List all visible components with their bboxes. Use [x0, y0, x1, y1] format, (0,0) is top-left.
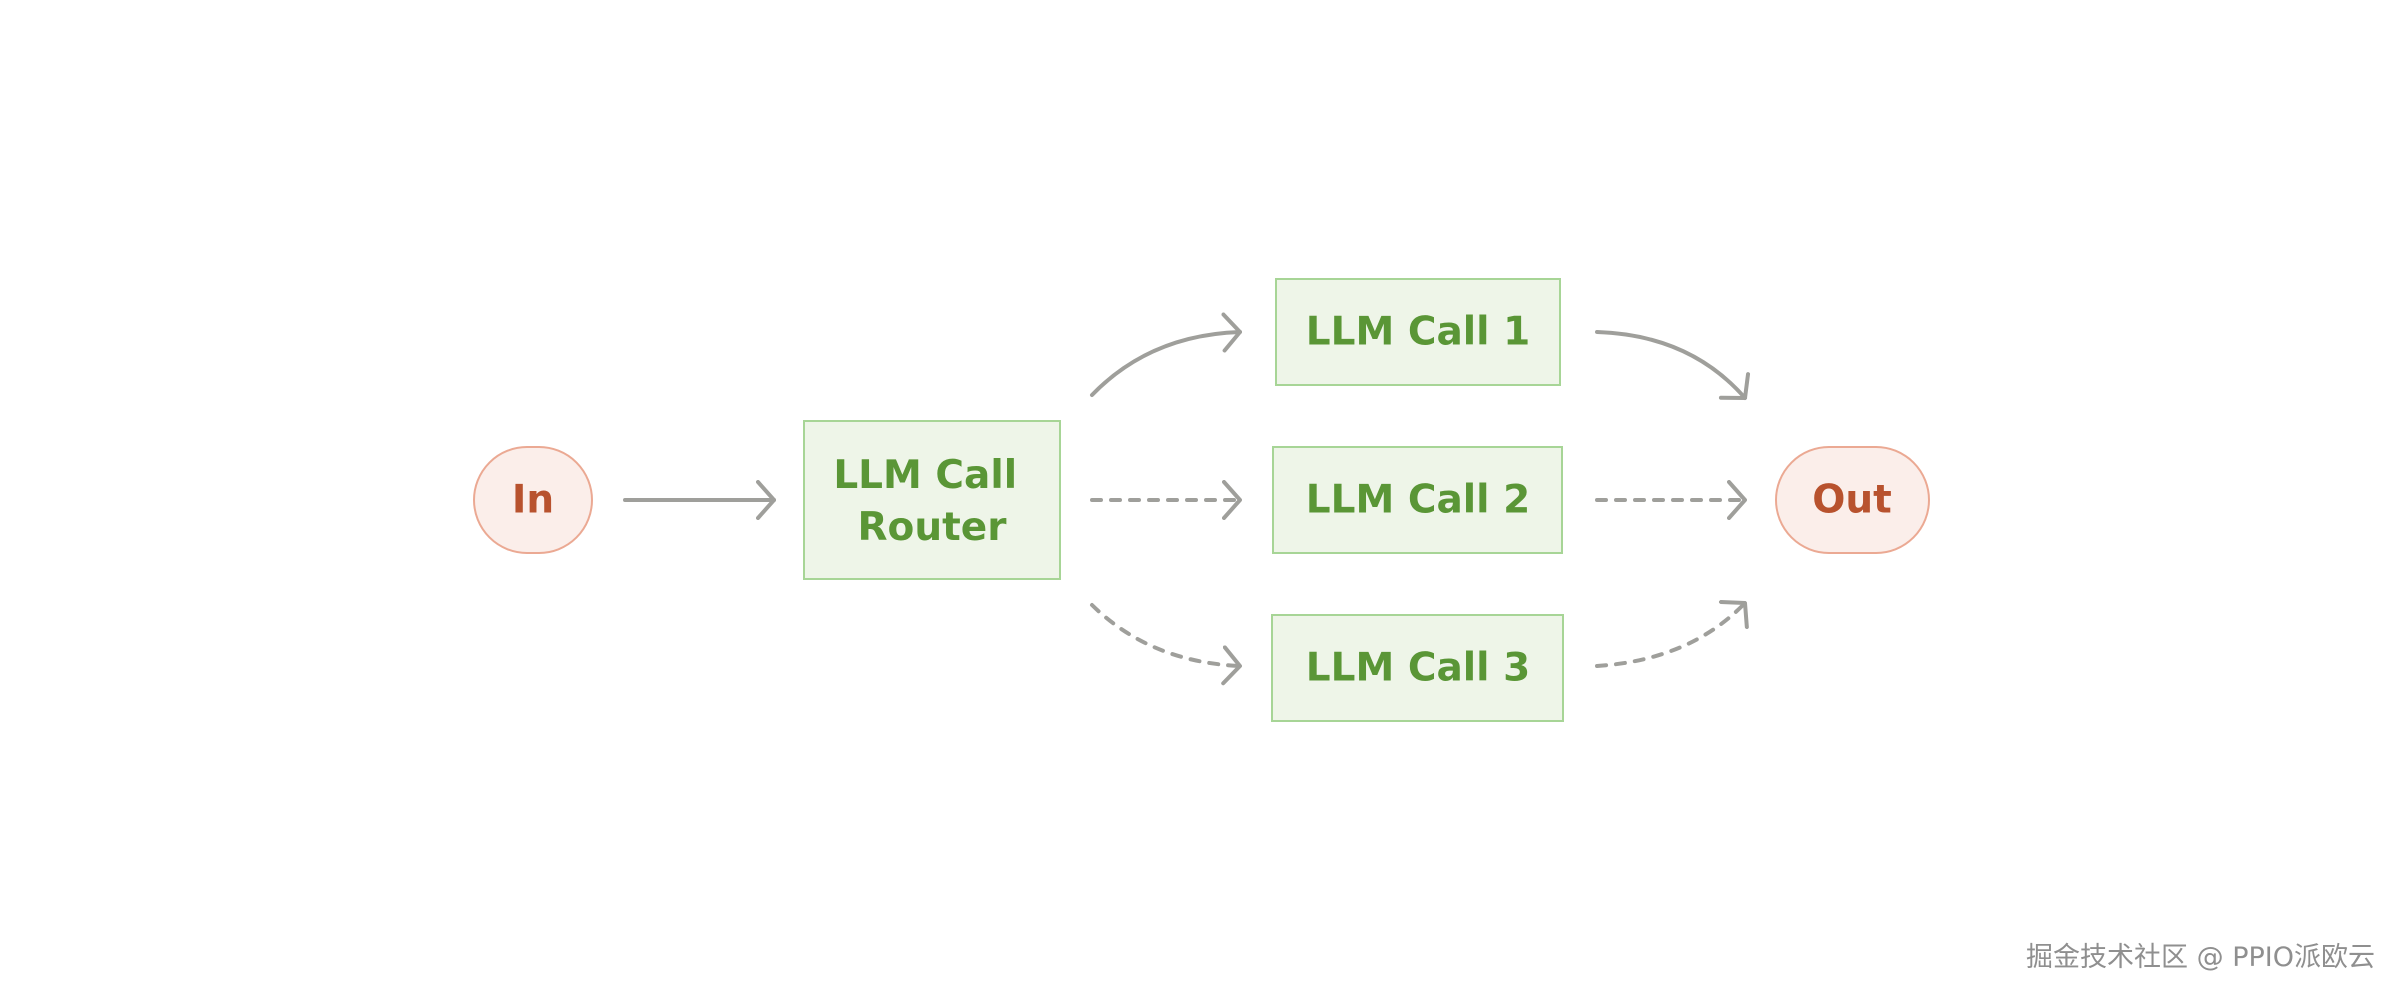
llm-call-2-node: LLM Call 2: [1272, 446, 1563, 554]
watermark-text: 掘金技术社区 @ PPIO派欧云: [2026, 942, 2375, 973]
router-label-line-1: LLM Call: [833, 453, 1017, 498]
llm-call-2-shape: [1272, 446, 1563, 554]
output-node: Out: [1775, 446, 1930, 554]
edge-call-1-to-out: [1595, 330, 1751, 400]
router-node: LLM Call Router: [803, 420, 1061, 580]
input-node: In: [473, 446, 593, 554]
router-node-label: LLM Call Router: [833, 453, 1030, 550]
router-label-line-2: Router: [858, 505, 1008, 550]
edge-router-to-call-1: [1090, 312, 1242, 397]
edges: [623, 312, 1751, 686]
llm-call-3-shape: [1271, 614, 1564, 722]
edge-router-to-call-3: [1090, 603, 1242, 686]
llm-call-1-label: LLM Call 1: [1306, 310, 1530, 355]
llm-call-3-node: LLM Call 3: [1271, 614, 1564, 722]
llm-call-1-shape: [1275, 278, 1561, 386]
input-node-shape: [473, 446, 593, 554]
edge-call-3-to-out: [1595, 600, 1749, 668]
output-node-shape: [1775, 446, 1930, 554]
router-node-shape: [803, 420, 1061, 580]
llm-call-2-label: LLM Call 2: [1306, 478, 1530, 523]
llm-call-3-label: LLM Call 3: [1306, 646, 1530, 691]
llm-call-1-node: LLM Call 1: [1275, 278, 1561, 386]
input-node-label: In: [512, 478, 554, 523]
output-node-label: Out: [1812, 478, 1892, 523]
